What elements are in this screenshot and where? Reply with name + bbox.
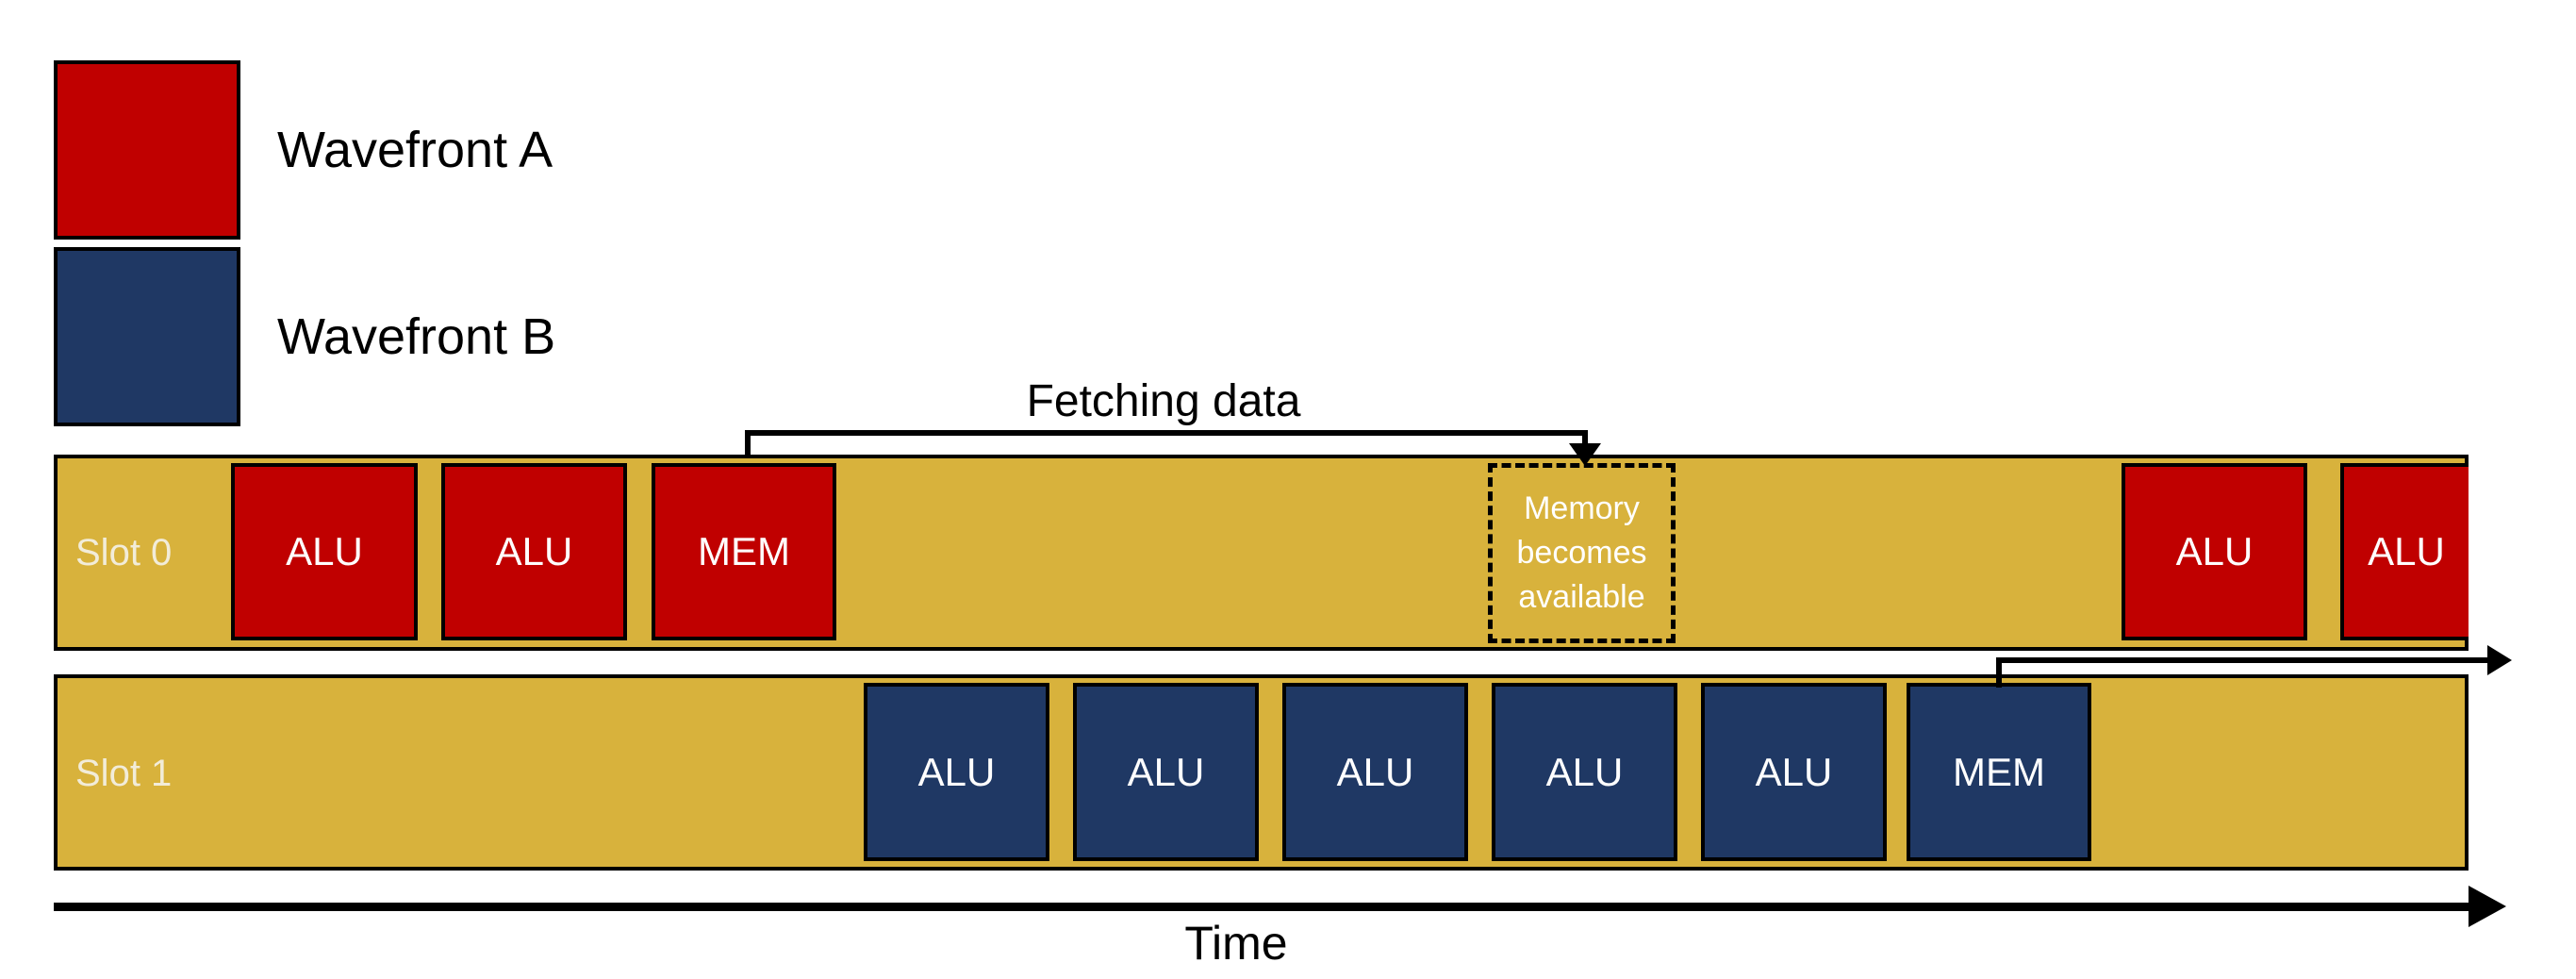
slot1-op-alu-1: ALU xyxy=(864,683,1049,861)
mem-arrow-vertical-segment xyxy=(1996,657,2002,688)
legend-label-wavefront-a: Wavefront A xyxy=(277,122,553,178)
legend-label-wavefront-b: Wavefront B xyxy=(277,308,556,365)
fetch-arrow-right-vertical-segment xyxy=(1582,430,1588,449)
time-axis-line xyxy=(54,903,2472,911)
legend-swatch-wavefront-b xyxy=(54,247,240,426)
slot0-op-alu-2: ALU xyxy=(441,463,627,640)
slot1-label: Slot 1 xyxy=(75,753,173,794)
slot0-label: Slot 0 xyxy=(75,532,173,573)
slot0-op-alu-1: ALU xyxy=(231,463,418,640)
slot1-bar xyxy=(54,674,2469,871)
memory-note-line1: Memory xyxy=(1524,490,1640,526)
slot0-op-alu-4-clipped: ALU xyxy=(2340,463,2469,640)
memory-available-note: Memory becomes available xyxy=(1488,463,1676,643)
fetch-arrow-left-vertical-segment xyxy=(745,430,751,458)
time-axis-arrowhead-icon xyxy=(2469,886,2506,927)
slot1-op-alu-3: ALU xyxy=(1282,683,1468,861)
legend-swatch-wavefront-a xyxy=(54,60,240,240)
time-axis-label: Time xyxy=(1184,917,1288,970)
slot1-op-alu-2: ALU xyxy=(1073,683,1259,861)
fetch-arrow-down-arrowhead-icon xyxy=(1569,443,1601,466)
memory-note-line2: becomes xyxy=(1516,535,1647,571)
memory-note-line3: available xyxy=(1518,579,1645,615)
fetch-arrow-horizontal-segment xyxy=(745,430,1588,436)
slot1-op-alu-5: ALU xyxy=(1701,683,1887,861)
slot0-op-mem: MEM xyxy=(652,463,836,640)
mem-arrow-right-arrowhead-icon xyxy=(2487,645,2512,675)
slot1-op-alu-4: ALU xyxy=(1492,683,1677,861)
fetching-data-label: Fetching data xyxy=(1026,376,1301,426)
slot1-op-mem: MEM xyxy=(1907,683,2091,861)
mem-arrow-horizontal-segment xyxy=(1996,657,2490,663)
slot0-op-alu-3: ALU xyxy=(2122,463,2307,640)
